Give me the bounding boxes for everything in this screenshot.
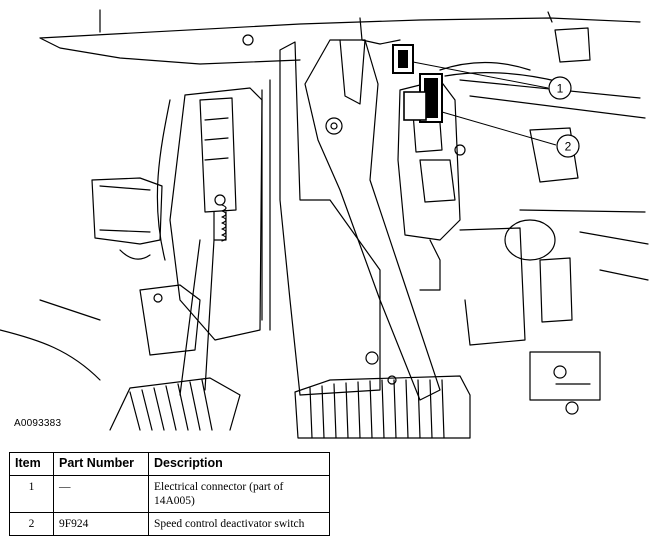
table-row: 2 9F924 Speed control deactivator switch xyxy=(9,512,330,536)
brake-pedal-arm xyxy=(304,39,441,401)
row-item: 2 xyxy=(9,512,54,536)
header-item: Item xyxy=(9,452,54,476)
parts-table-header: Item Part Number Description xyxy=(9,452,330,476)
callout-2: 2 xyxy=(556,134,580,158)
row-part-number: 9F924 xyxy=(53,512,149,536)
figure-id-label: A0093383 xyxy=(14,418,62,429)
leader-line-2 xyxy=(441,111,557,146)
parts-table: Item Part Number Description 1 — Electri… xyxy=(9,452,330,536)
row-item: 1 xyxy=(9,475,54,513)
svg-text:2: 2 xyxy=(565,140,572,154)
deactivator-switch-2 xyxy=(403,73,443,123)
header-description: Description xyxy=(148,452,330,476)
electrical-connector-1 xyxy=(392,44,414,74)
pedal-housing xyxy=(279,41,381,396)
row-description: Speed control deactivator switch xyxy=(148,512,330,536)
return-spring xyxy=(221,204,227,242)
pedal-assembly-illustration: 1 2 xyxy=(0,9,649,439)
leader-line-1 xyxy=(412,61,549,89)
table-row: 1 — Electrical connector (part of 14A005… xyxy=(9,475,330,513)
svg-text:1: 1 xyxy=(557,82,564,96)
callout-1: 1 xyxy=(548,76,572,100)
row-description: Electrical connector (part of 14A005) xyxy=(148,475,330,513)
accelerator-pedal xyxy=(109,377,241,431)
accelerator-bracket xyxy=(169,87,263,341)
row-part-number: — xyxy=(53,475,149,513)
header-part-number: Part Number xyxy=(53,452,149,476)
dash-outline xyxy=(39,17,641,65)
brake-pedal-pad xyxy=(294,375,471,439)
